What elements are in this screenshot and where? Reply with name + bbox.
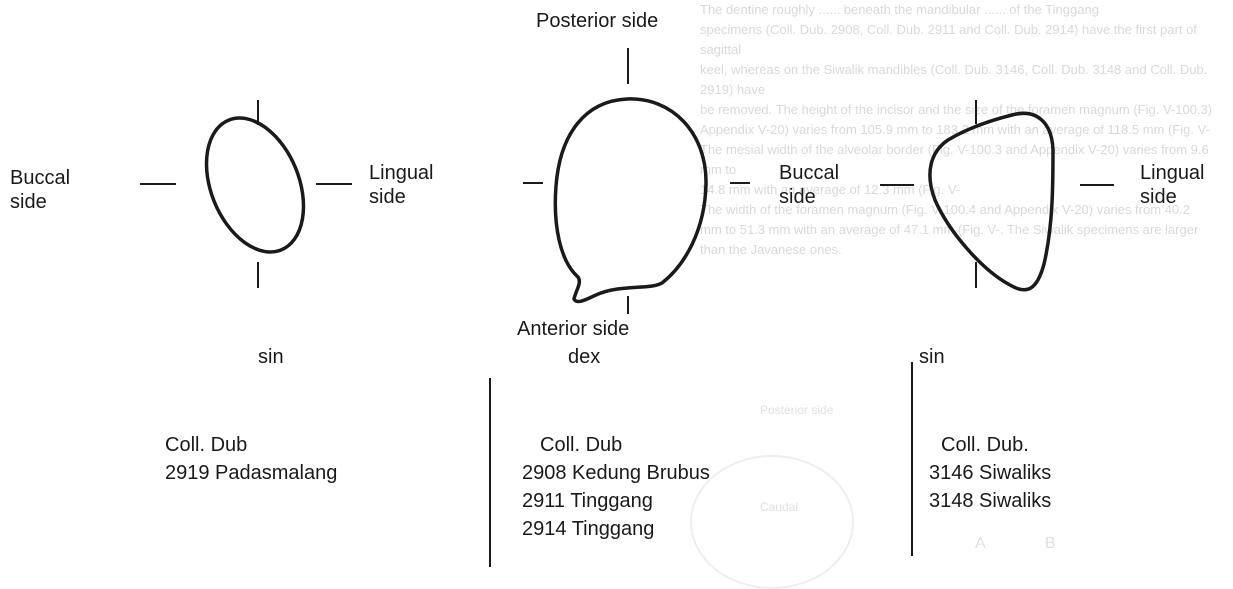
tooth-outline-3 <box>930 113 1053 289</box>
specimen-entry: 2914 Tinggang <box>522 515 710 543</box>
specimen-entry: 3146 Siwaliks <box>929 459 1051 487</box>
side-label-sin-1: sin <box>258 345 284 369</box>
collection-caption-1: Coll. Dub 2919 Padasmalang <box>165 431 337 487</box>
anterior-side-label: Anterior side <box>517 317 629 341</box>
lingual-side-label-3: Lingual side <box>1140 161 1205 209</box>
crosshair-3 <box>880 100 1114 288</box>
specimen-entry: 2908 Kedung Brubus <box>522 459 710 487</box>
collection-heading: Coll. Dub <box>522 431 710 459</box>
collection-caption-2: Coll. Dub 2908 Kedung Brubus 2911 Tingga… <box>522 431 710 543</box>
collection-heading: Coll. Dub. <box>929 431 1051 459</box>
tooth-outline-2 <box>555 99 706 302</box>
posterior-side-label: Posterior side <box>536 9 658 33</box>
specimen-entry: 2911 Tinggang <box>522 487 710 515</box>
crosshair-1 <box>140 100 352 288</box>
tooth-outline-1 <box>188 104 322 267</box>
buccal-side-label-1: Buccal side <box>10 166 70 214</box>
lingual-side-label-1: Lingual side <box>369 161 434 209</box>
side-label-sin-3: sin <box>919 345 945 369</box>
specimen-entry: 2919 Padasmalang <box>165 459 337 487</box>
specimen-entry: 3148 Siwaliks <box>929 487 1051 515</box>
buccal-side-label-2: Buccal side <box>779 161 839 209</box>
collection-heading: Coll. Dub <box>165 431 337 459</box>
collection-caption-3: Coll. Dub. 3146 Siwaliks 3148 Siwaliks <box>929 431 1051 515</box>
side-label-dex: dex <box>568 345 600 369</box>
